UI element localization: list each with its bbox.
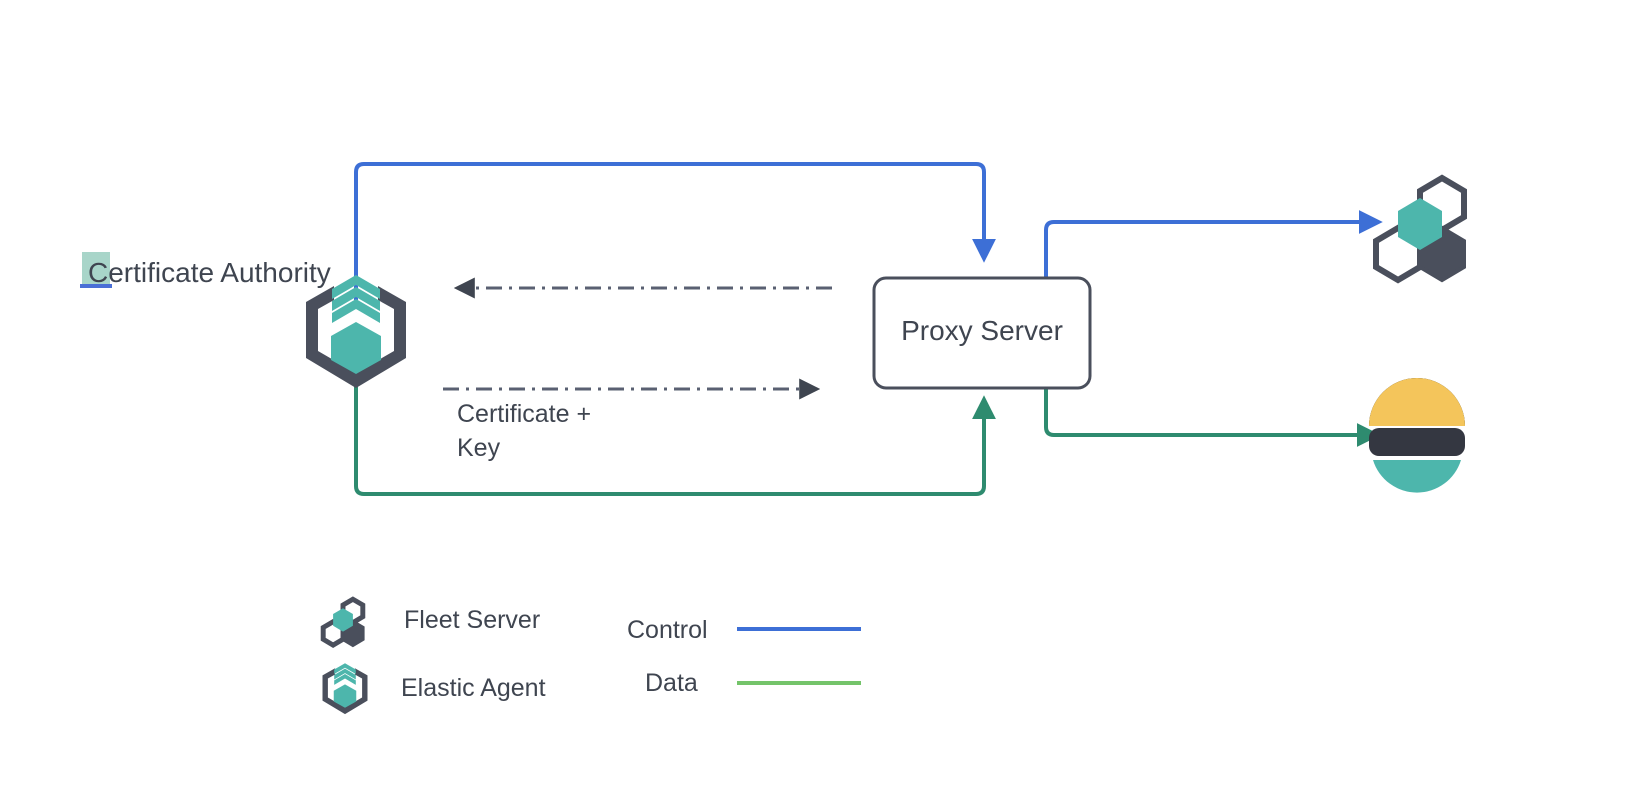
agent-hexagon <box>331 322 381 374</box>
selection-highlight <box>82 252 110 288</box>
legend-agent-chevron-middle <box>334 668 356 680</box>
agent-chevron-middle <box>332 287 380 311</box>
legend-fleet-hex-center <box>333 608 353 632</box>
proxy-server-box[interactable] <box>872 276 1092 390</box>
elastic-agent-icon[interactable] <box>306 275 406 388</box>
fleet-hexagon-center <box>1398 198 1442 250</box>
legend-item-data: Data <box>645 669 861 697</box>
edge-data-agent-to-proxy <box>354 372 996 496</box>
agent-bracket <box>306 286 406 388</box>
agent-chevron-top <box>332 275 380 299</box>
legend-label-fleet-server: Fleet Server <box>404 606 540 634</box>
legend-agent-hexagon <box>333 684 357 708</box>
agent-chevron-bottom <box>332 299 380 323</box>
edge-label-certificate-key-line2: Key <box>457 434 501 462</box>
certificate-authority-label: Certificate Authority <box>88 257 331 288</box>
edge-certificate-ca-to-proxy: Certificate + Key <box>443 378 821 462</box>
legend-item-fleet-server: Fleet Server <box>320 596 540 648</box>
legend-label-control: Control <box>627 616 708 644</box>
proxy-server-label: Proxy Server <box>901 315 1063 346</box>
legend-agent-chevron-top <box>334 663 356 675</box>
edge-label-certificate-key-line1: Certificate + <box>457 400 591 428</box>
legend-agent-chevron-bottom <box>334 674 356 685</box>
legend-fleet-server-icon <box>320 596 366 648</box>
edge-data-proxy-to-elasticsearch <box>1044 386 1381 447</box>
legend-label-data: Data <box>645 669 698 697</box>
legend-agent-bracket <box>322 668 368 715</box>
certificate-authority-label-group: Certificate Authority <box>80 252 331 288</box>
edge-control-agent-to-proxy <box>354 162 996 300</box>
es-bottom-arc <box>1373 460 1461 493</box>
legend-item-control: Control <box>627 616 861 644</box>
legend-elastic-agent-icon <box>322 663 368 715</box>
edge-control-proxy-to-fleet <box>1044 210 1383 278</box>
legend-item-elastic-agent: Elastic Agent <box>322 663 546 715</box>
selection-underline <box>80 284 112 288</box>
elasticsearch-icon[interactable] <box>1369 378 1465 493</box>
node-proxy-server[interactable]: Proxy Server <box>872 276 1092 390</box>
es-top-arc-fill <box>1369 378 1465 426</box>
legend: Fleet Server Elastic Agent Control <box>320 596 861 715</box>
fleet-server-icon[interactable] <box>1373 174 1467 284</box>
es-center-bar <box>1369 428 1465 456</box>
legend-label-elastic-agent: Elastic Agent <box>401 674 546 702</box>
